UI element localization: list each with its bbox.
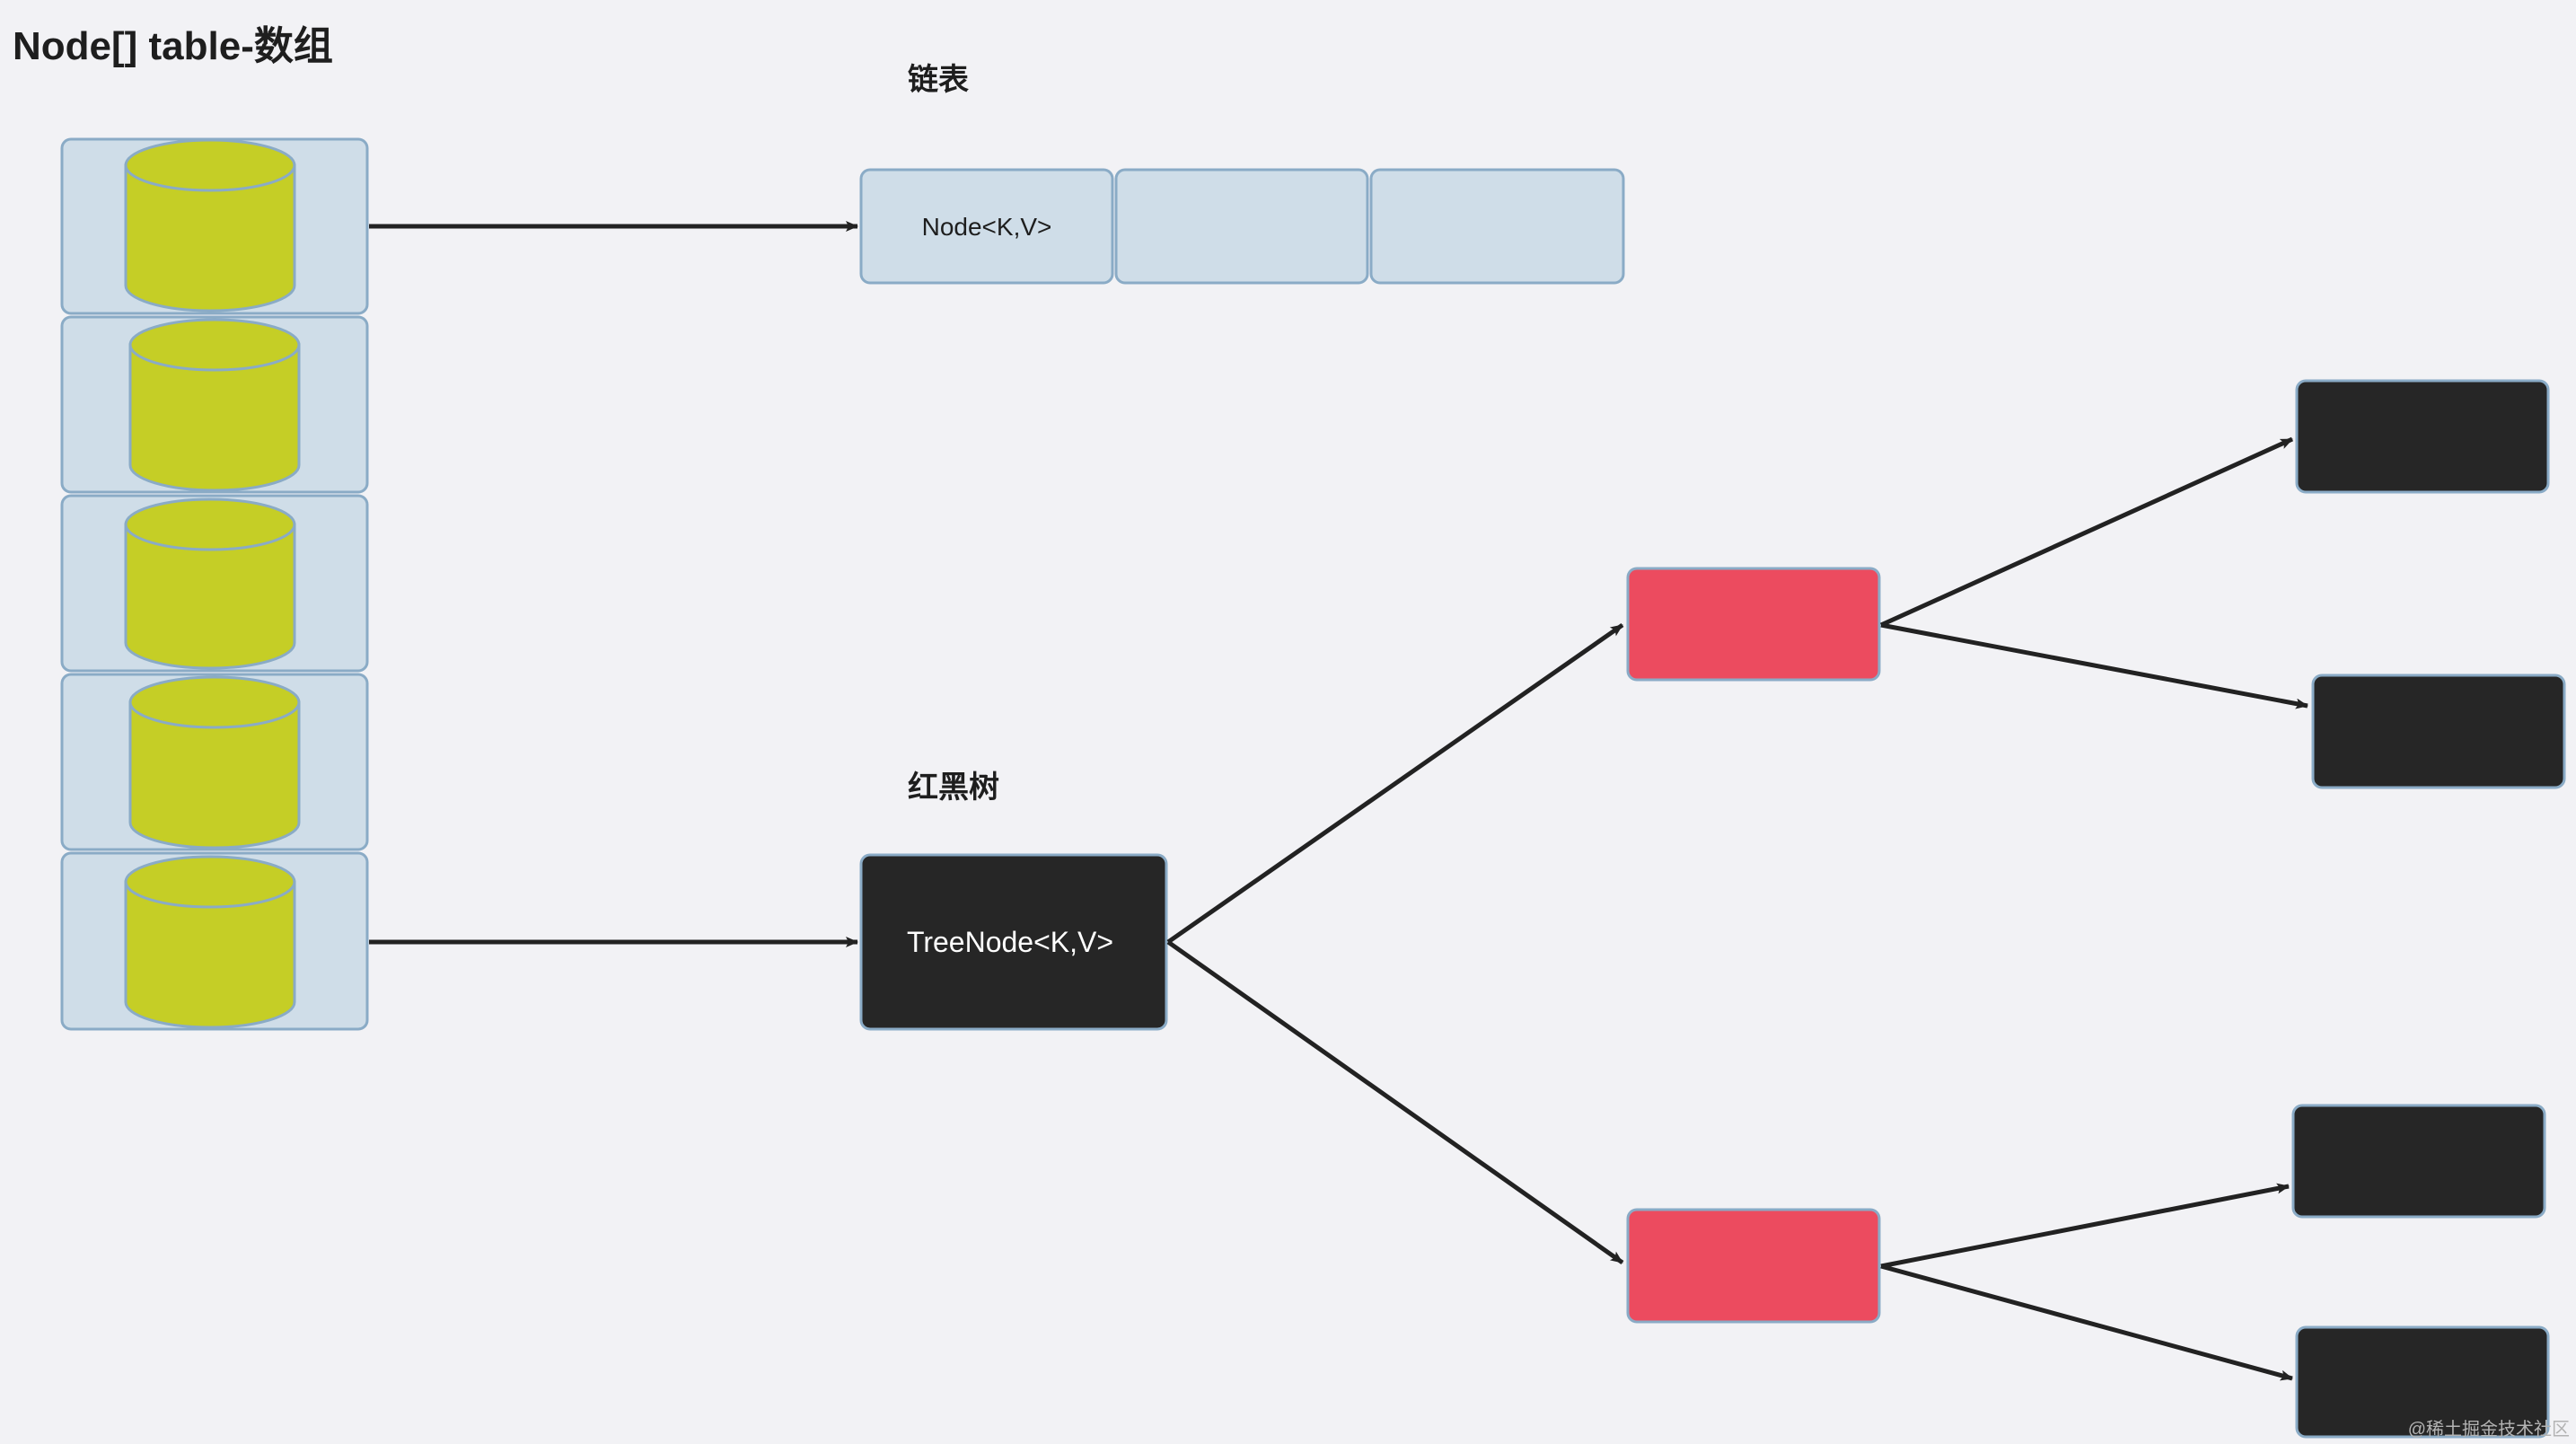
tree-edge: [1880, 1264, 2293, 1381]
red-black-tree-label: 红黑树: [908, 770, 999, 805]
tree-edge: [1879, 436, 2294, 628]
linked-list-node-label: Node<K,V>: [922, 213, 1052, 241]
tree-root-label: TreeNode<K,V>: [907, 926, 1113, 958]
watermark-text: @稀土掘金技术社区: [2408, 1419, 2570, 1440]
linked-list-label: 链表: [908, 63, 969, 97]
tree-root-node: TreeNode<K,V>: [859, 853, 1168, 1031]
bucket-cylinder-icon: [124, 138, 296, 313]
tree-black-leaf-node: [2295, 1325, 2550, 1439]
bucket-cylinder-icon: [124, 497, 296, 670]
bucket-cylinder-icon: [128, 675, 301, 850]
tree-edge: [1880, 1183, 2290, 1269]
array-cell: [60, 494, 369, 673]
bucket-cylinder-icon: [128, 318, 301, 492]
linked-list-node: Node<K,V>: [859, 168, 1114, 285]
array-cell: [60, 315, 369, 494]
tree-edge: [1166, 622, 1624, 945]
linked-list-node: [1369, 168, 1625, 285]
tree-edge: [1880, 622, 2308, 709]
diagram-title: Node[] table-数组: [13, 24, 333, 68]
bucket-cylinder-icon: [124, 855, 296, 1029]
tree-red-node: [1626, 1208, 1881, 1324]
tree-black-leaf-node: [2311, 674, 2566, 789]
array-cell: [60, 851, 369, 1031]
linked-list-node: [1114, 168, 1369, 285]
array-cell: [60, 137, 369, 315]
tree-edge: [1166, 939, 1624, 1265]
tree-black-leaf-node: [2291, 1104, 2546, 1219]
tree-red-node: [1626, 567, 1881, 682]
array-cell: [60, 673, 369, 851]
tree-black-leaf-node: [2295, 379, 2550, 494]
